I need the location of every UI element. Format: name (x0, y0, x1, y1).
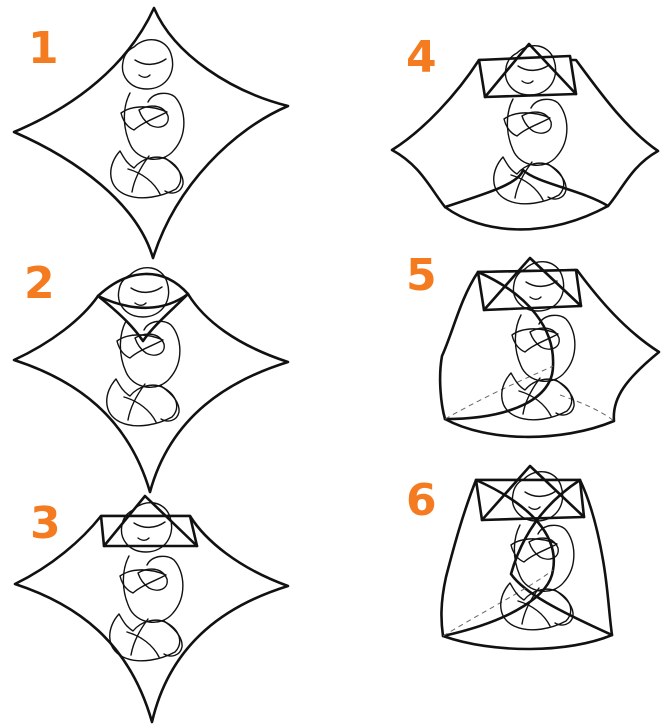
step-6-diagram (441, 466, 612, 649)
step-4-number: 4 (406, 32, 437, 83)
step-2-number: 2 (24, 258, 55, 309)
step-5-diagram (440, 258, 659, 437)
step-6-number: 6 (406, 475, 437, 526)
step-2-diagram (14, 268, 288, 492)
step-5-number: 5 (406, 250, 437, 301)
step-3-number: 3 (30, 498, 61, 549)
step-1-number: 1 (28, 23, 59, 74)
